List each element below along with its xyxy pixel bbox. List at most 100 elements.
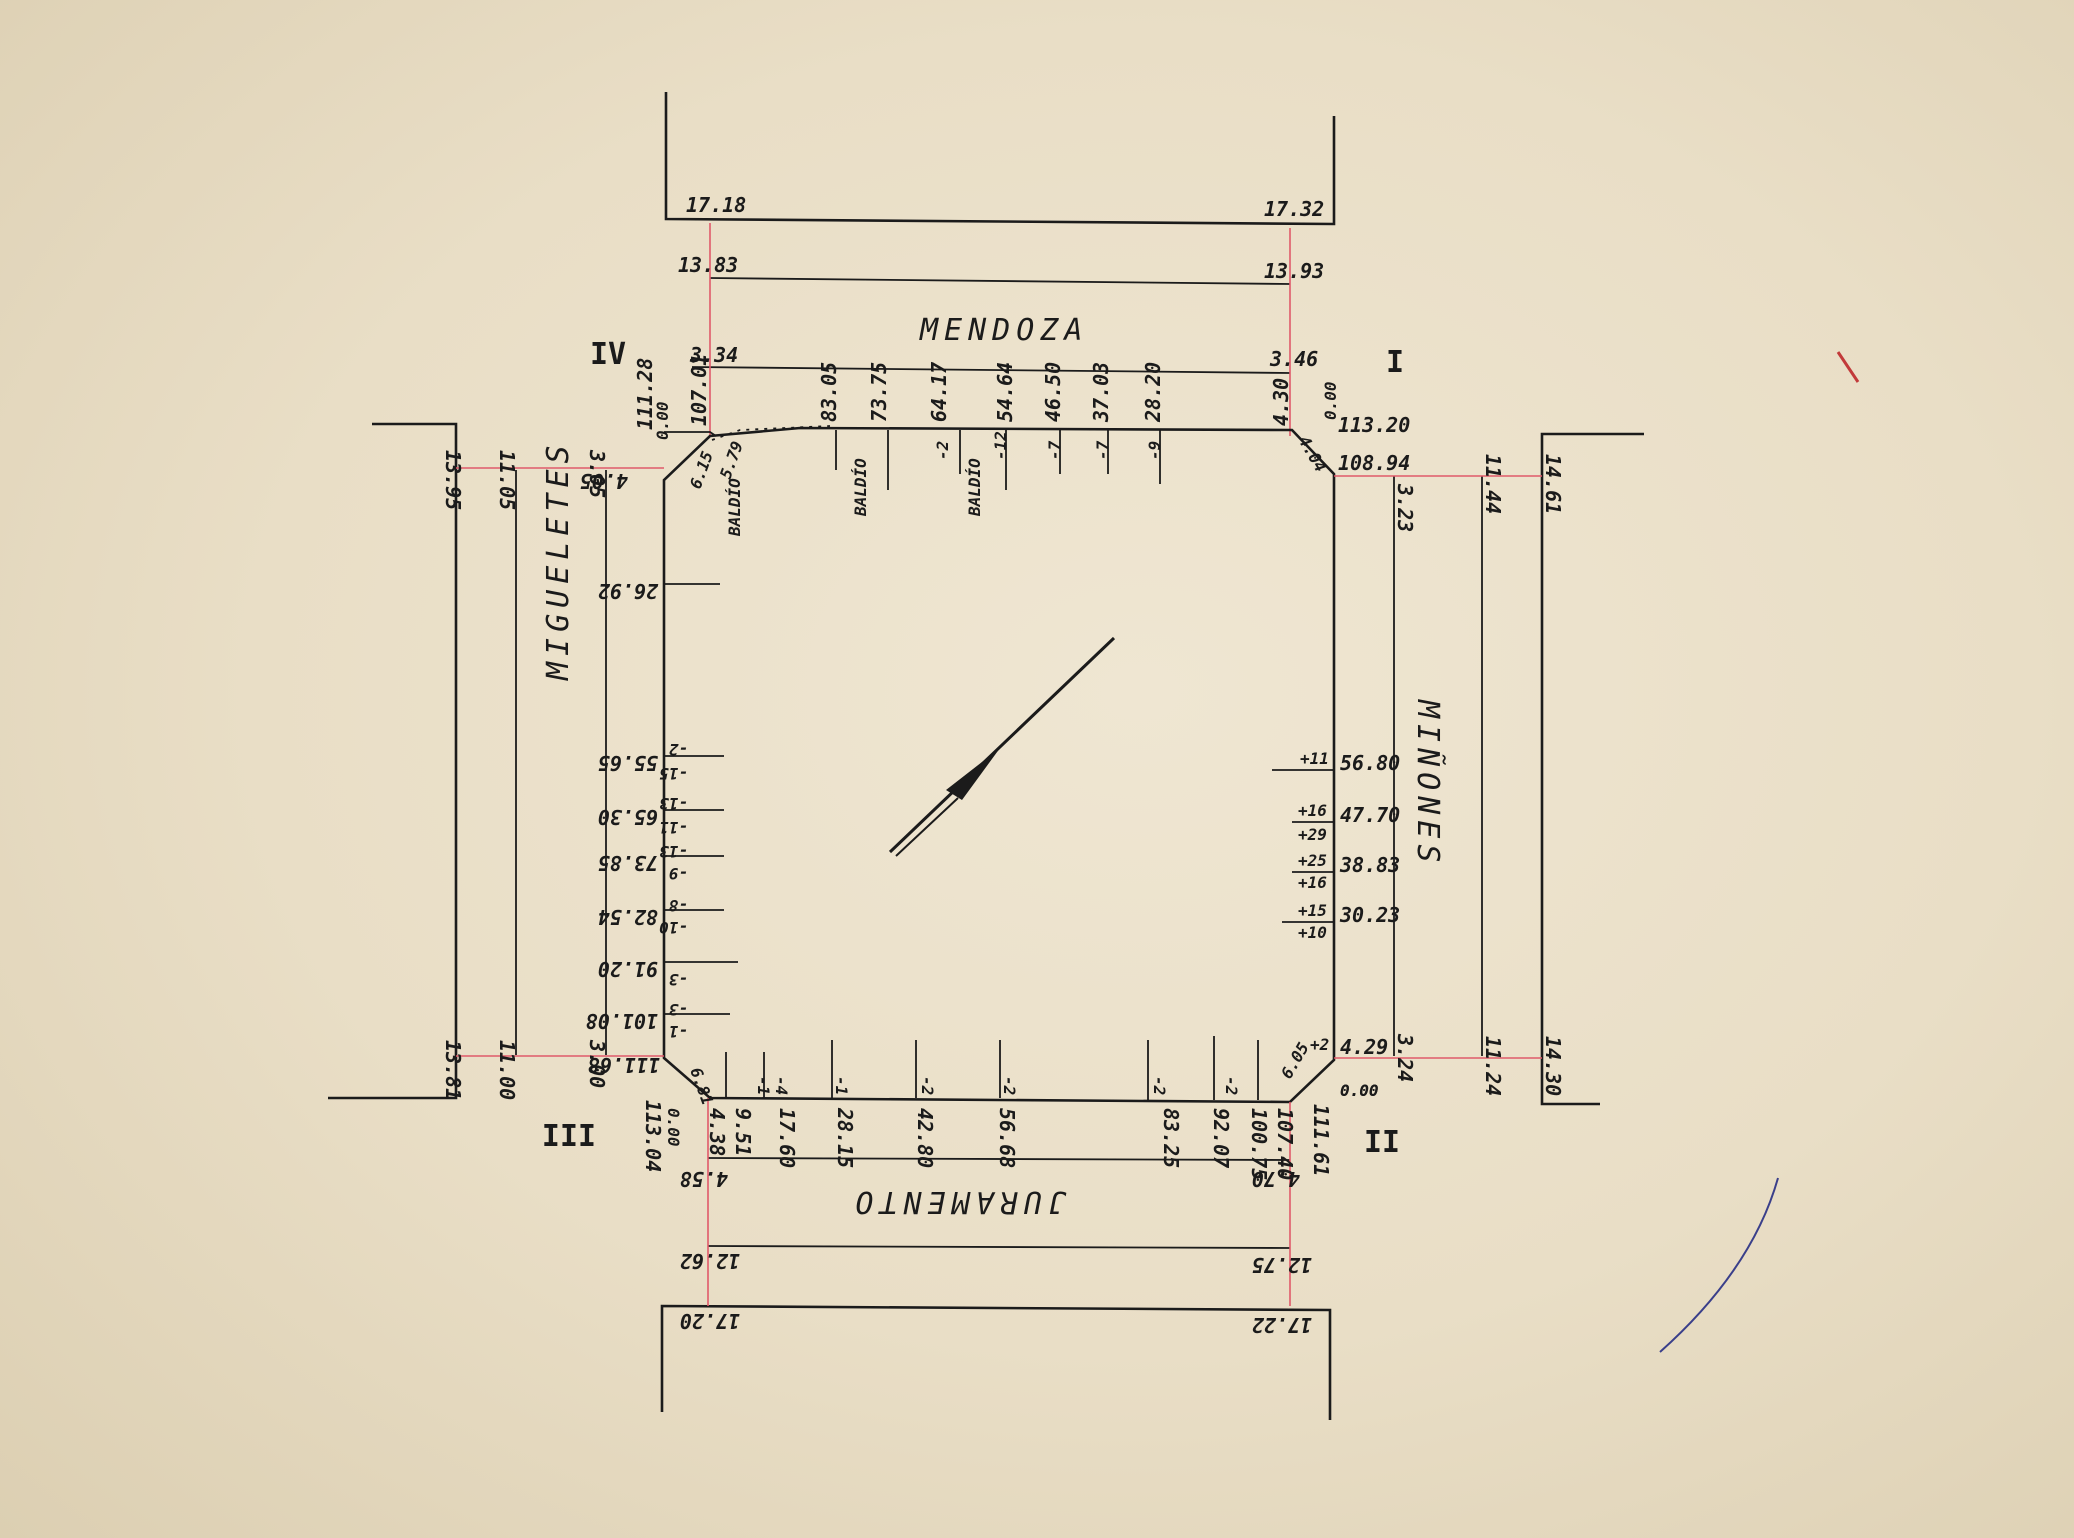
south-ticks	[725, 1036, 1259, 1100]
north-corner-i-b: 0.00	[1321, 381, 1340, 420]
south-outer-left: 17.20	[680, 1309, 740, 1333]
north-mark-4: -7	[1093, 440, 1112, 460]
east-near-top: 3.23	[1393, 483, 1417, 532]
street-south-label: JURAMENTO	[849, 1184, 1067, 1219]
north-point-5: 46.50	[1041, 362, 1065, 422]
north-corner-iv-a: 111.28	[633, 358, 657, 430]
west-corner-top: 4.05	[580, 469, 628, 493]
west-ticks	[664, 583, 738, 1015]
south-mark-6: -2	[1150, 1076, 1169, 1095]
west-mark-6: -9	[669, 864, 688, 883]
south-mark-2: -1	[754, 1076, 773, 1095]
east-chamfer: 6.05	[1277, 1039, 1313, 1082]
north-point-3: 64.17	[927, 362, 951, 422]
north-top-left: 17.18	[686, 193, 746, 217]
corner-iii-label: III	[542, 1116, 596, 1151]
west-mark-10: -3	[669, 1000, 688, 1019]
lot-baldio-2: BALDÍO	[851, 458, 870, 517]
north-mark-5: -9	[1145, 441, 1164, 460]
east-mark-7: +10	[1298, 923, 1327, 942]
north-arrow-icon	[888, 636, 1116, 857]
north-corner-iv-b: 107.01	[687, 354, 711, 426]
west-outer-top: 13.95	[441, 450, 465, 510]
south-mark-3: -1	[832, 1076, 851, 1095]
north-street-lines	[664, 92, 1336, 374]
south-point-8: 92.07	[1209, 1108, 1233, 1168]
west-mark-5: -13	[659, 842, 688, 861]
north-corner-i-a: 113.20	[1338, 413, 1410, 437]
east-ticks	[1272, 769, 1334, 923]
east-mark-3: +29	[1298, 825, 1327, 844]
south-outer-right: 17.22	[1252, 1313, 1312, 1337]
south-mid-right: 12.75	[1252, 1253, 1312, 1277]
west-mark-4: -11	[659, 818, 688, 837]
west-mark-11: -1	[669, 1022, 688, 1041]
west-mark-2: -15	[659, 764, 688, 783]
north-near-left: 3.34	[689, 343, 738, 367]
corner-i-label: I	[1386, 345, 1404, 380]
south-mark-7: -2	[1222, 1076, 1241, 1095]
west-outer-bottom: 13.81	[441, 1040, 465, 1100]
south-point-2: 9.51	[731, 1108, 755, 1156]
north-mid-right: 13.93	[1264, 259, 1324, 283]
west-point-4: 73.85	[598, 851, 658, 875]
corner-iv-label: IV	[590, 337, 626, 372]
east-mark-6: +15	[1298, 901, 1327, 920]
north-mark-3: -7	[1045, 440, 1064, 460]
north-corner-iv-c: 0.00	[653, 401, 672, 440]
east-point-3: 38.83	[1339, 853, 1400, 877]
east-near-bottom: 3.24	[1393, 1033, 1417, 1082]
east-corner-top: 108.94	[1338, 451, 1410, 475]
south-point-1: 4.38	[705, 1108, 729, 1156]
south-corner-iii-a: 113.04	[641, 1100, 665, 1172]
south-mark-1: -4	[772, 1076, 791, 1095]
north-point-6: 37.03	[1089, 362, 1113, 423]
west-mid-bottom: 11.00	[495, 1040, 519, 1100]
north-ticks	[835, 430, 1161, 490]
east-mid-top: 11.44	[1481, 454, 1505, 514]
south-mark-4: -2	[918, 1076, 937, 1095]
street-west-label: MIGUELETES	[541, 439, 576, 681]
south-mid-left: 12.62	[680, 1249, 740, 1273]
east-outer-bottom: 14.30	[1541, 1036, 1565, 1096]
south-chamfer: 6.81	[686, 1065, 717, 1108]
north-mark-1: -2	[933, 441, 952, 460]
east-street-lines	[1393, 432, 1644, 1106]
west-mark-7: -8	[669, 896, 688, 915]
red-pencil-mark	[1836, 351, 1860, 383]
east-corner-bottom: 4.29	[1340, 1035, 1388, 1059]
north-chamfer-i: 4.04	[1295, 433, 1331, 476]
west-near-top: 3.05	[585, 449, 609, 498]
west-street-lines	[328, 422, 607, 1100]
north-point-2: 73.75	[867, 362, 891, 422]
east-mid-bottom: 11.24	[1481, 1036, 1505, 1096]
north-near-right: 3.46	[1269, 347, 1318, 371]
north-chamfer-iv2: 5.79	[716, 439, 747, 482]
south-point-7: 83.25	[1159, 1108, 1183, 1168]
south-corner-ii-a: 111.61	[1309, 1104, 1333, 1176]
east-mark-1: +11	[1300, 749, 1329, 768]
south-point-9: 100.75	[1247, 1108, 1271, 1180]
east-point-2: 47.70	[1340, 803, 1400, 827]
east-point-4: 30.23	[1339, 903, 1400, 927]
east-mark-2: +16	[1298, 801, 1327, 820]
north-corner-i-c: 4.30	[1269, 378, 1293, 426]
north-point-4: 54.64	[993, 362, 1017, 422]
north-dotted-lot	[711, 425, 831, 441]
south-point-6: 56.68	[995, 1108, 1019, 1168]
west-point-5: 82.54	[598, 905, 658, 929]
west-point-6: 91.20	[598, 957, 658, 981]
north-mid-left: 13.83	[678, 253, 738, 277]
west-corner-bottom: 111.68	[588, 1053, 660, 1077]
south-point-4: 28.15	[833, 1107, 857, 1168]
corner-ii-label: II	[1364, 1122, 1400, 1157]
west-mark-8: -10	[659, 918, 688, 937]
west-point-7: 101.08	[586, 1009, 658, 1033]
north-mark-2: -12	[991, 431, 1010, 460]
east-corner-bottom-b: 0.00	[1340, 1081, 1379, 1100]
west-point-2: 55.65	[598, 751, 658, 775]
south-corner-iii-b: 0.00	[664, 1108, 683, 1147]
south-point-10: 107.40	[1273, 1108, 1297, 1180]
south-street-lines	[660, 1157, 1332, 1420]
